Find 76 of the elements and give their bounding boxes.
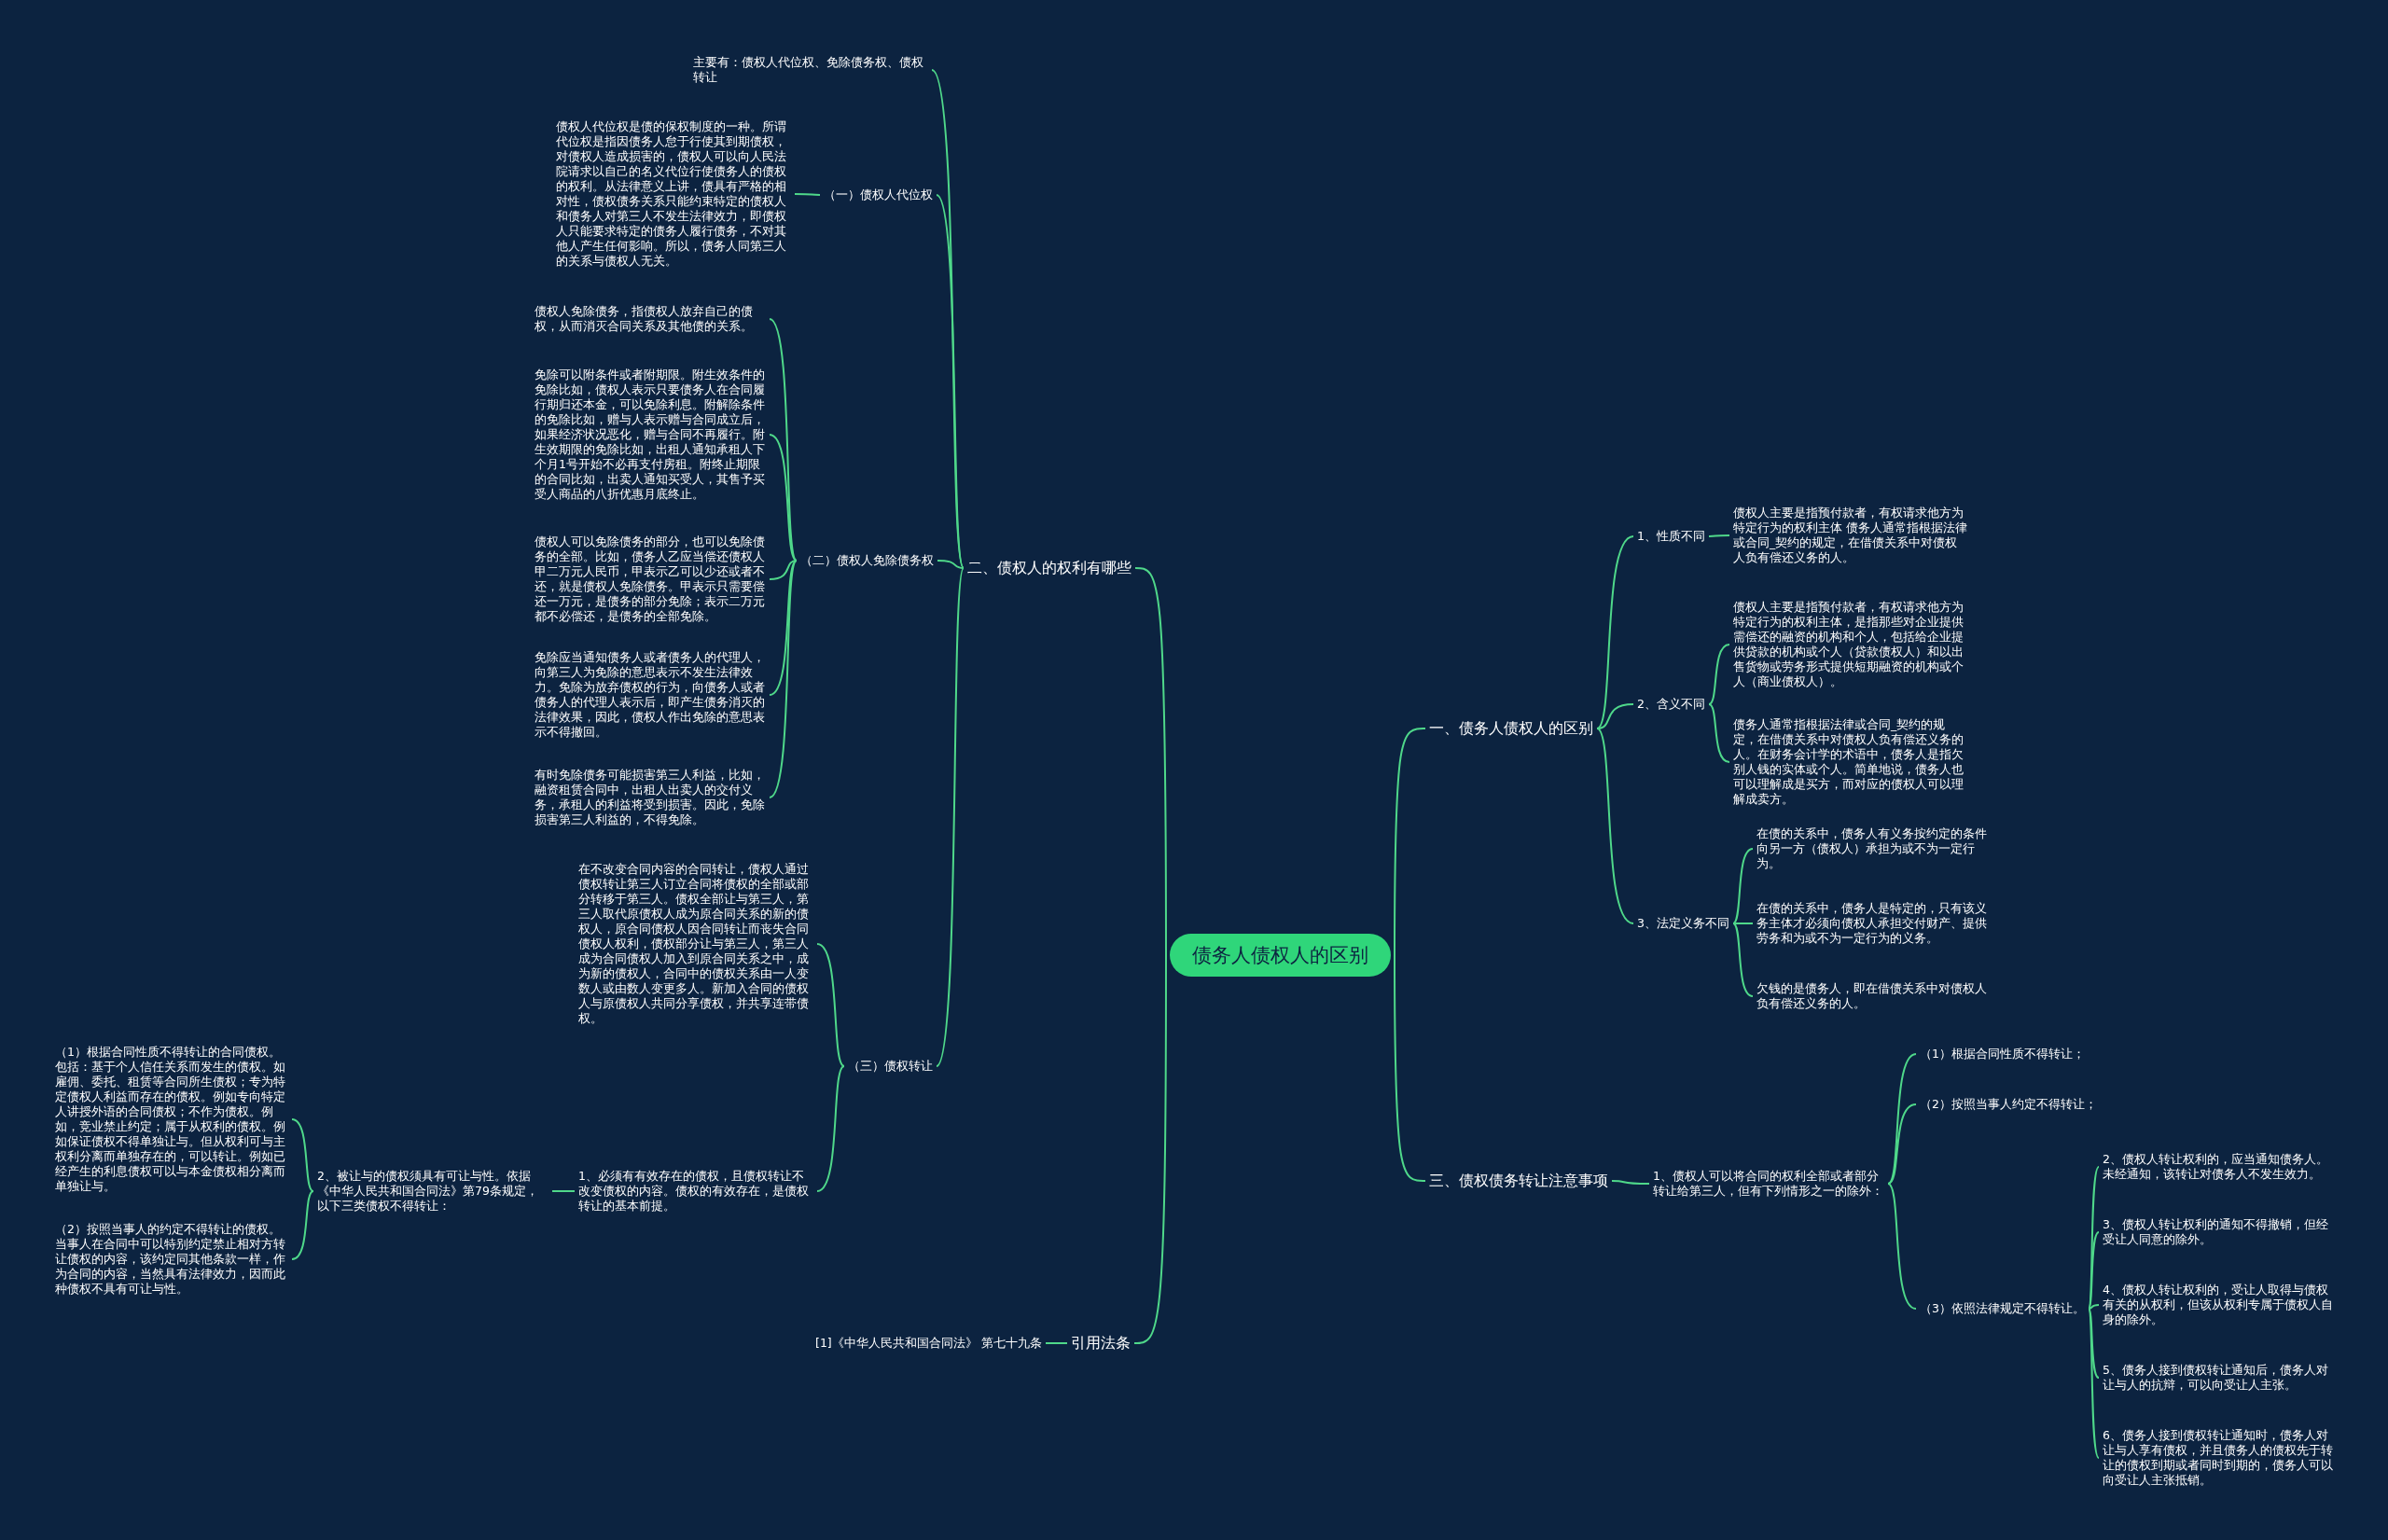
branch-topic: 三、债权债务转让注意事项	[1429, 1172, 1608, 1190]
note-text: 债权人可以免除债务的部分，也可以免除债务的全部。比如，债务人乙应当偿还债权人甲二万元人民币，甲表示乙可以少还或者不还，就是债权人免除债务。甲表示只需要偿还一万元，是债务的部分免除；表示二万元都不必偿还，是债务的全部免除。	[535, 534, 766, 624]
subtopic-label: 1、性质不同	[1637, 529, 1705, 544]
connector-line	[1045, 1342, 1068, 1344]
note-text: 债权人主要是指预付款者，有权请求他方为特定行为的权利主体，是指那些对企业提供需偿还的融资的机构和个人，包括给企业提供贷款的机构或个人（贷款债权人）和以出售货物或劳务形式提供短期融资的机构或个人（商业债权人）。	[1733, 600, 1968, 689]
connector-line	[1394, 954, 1426, 1182]
connector-line	[2088, 1308, 2100, 1379]
connector-line	[936, 567, 965, 1067]
connector-line	[1887, 1103, 1917, 1185]
connector-line	[1596, 703, 1634, 729]
connector-line	[2088, 1308, 2100, 1459]
connector-line	[1732, 923, 1754, 997]
connector-line	[769, 560, 798, 580]
note-text: 在债的关系中，债务人有义务按约定的条件向另一方（债权人）承担为或不为一定行为。	[1756, 826, 1992, 871]
note-text: 债权人免除债务，指债权人放弃自己的债权，从而消灭合同关系及其他债的关系。	[535, 304, 766, 334]
connector-line	[1611, 1180, 1650, 1185]
connector-line	[937, 560, 965, 569]
connector-line	[291, 1118, 314, 1192]
connector-line	[1732, 848, 1754, 924]
subtopic-label: （2）按照当事人约定不得转让；	[1920, 1097, 2097, 1112]
note-text: 免除应当通知债务人或者债务人的代理人，向第三人为免除的意思表示不发生法律效力。免除为放弃债权的行为，向债务人或者债务人的代理人表示后，即产生债务消灭的法律效果，因此，债权人作出免除的意思表示不得撤回。	[535, 650, 766, 740]
connector-line	[1596, 535, 1634, 729]
subtopic-label: [1]《中华人民共和国合同法》 第七十九条	[815, 1336, 1042, 1351]
note-text: 免除可以附条件或者附期限。附生效条件的免除比如，债权人表示只要债务人在合同履行期归还本金，可以免除利息。附解除条件的免除比如，赠与人表示赠与合同成立后，如果经济状况恶化，赠与合同不再履行。附生效期限的免除比如，出租人通知承租人下个月1号开始不必再支付房租。附终止期限的合同比如，出卖人通知买受人，其售予买受人商品的八折优惠月底终止。	[535, 368, 766, 502]
subtopic-label: （一）债权人代位权	[824, 187, 933, 202]
connector-line	[1708, 534, 1730, 537]
connector-line	[1133, 954, 1167, 1344]
note-text: 有时免除债务可能损害第三人利益，比如，融资租赁合同中，出租人出卖人的交付义务，承租人的利益将受到损害。因此，免除损害第三人利益的，不得免除。	[535, 768, 766, 827]
connector-line	[769, 434, 798, 562]
connector-line	[769, 560, 798, 696]
note-text: 欠钱的是债务人，即在借债关系中对债权人负有偿还义务的人。	[1756, 981, 1992, 1011]
note-text: （1）根据合同性质不得转让的合同债权。包括：基于个人信任关系而发生的债权。如雇佣、委托、租赁等合同所生债权；专为特定债权人利益而存在的债权。例如专向特定人讲授外语的合同债权；不作为债权。例如，竞业禁止约定；属于从权利的债权。例如保证债权不得单独让与。但从权利可与主权利分离而单独存在的，可以转让。例如已经产生的利息债权可以与本金债权相分离而单独让与。	[55, 1045, 288, 1194]
connector-line	[1887, 1183, 1917, 1310]
connector-line	[2088, 1166, 2100, 1310]
connector-line	[936, 194, 965, 569]
note-text: 4、债权人转让权利的，受让人取得与债权有关的从权利，但该从权利专属于债权人自身的除外。	[2103, 1283, 2338, 1327]
subtopic-label: 3、法定义务不同	[1637, 916, 1729, 931]
connector-line	[769, 560, 798, 798]
note-text: 在债的关系中，债务人是特定的，只有该义务主体才必须向债权人承担交付财产、提供劳务和为或不为一定行为的义务。	[1756, 901, 1992, 946]
branch-topic: 引用法条	[1071, 1334, 1131, 1353]
note-text: 债权人代位权是债的保权制度的一种。所谓代位权是指因债务人怠于行使其到期债权，对债权人造成损害的，债权人可以向人民法院请求以自己的名义代位行使债务人的债权的权利。从法律意义上讲，债具有严格的相对性，债权债务关系只能约束特定的债权人和债务人对第三人不发生法律效力，即债权人只能要求特定的债务人履行债务，不对其他人产生任何影响。所以，债务人同第三人的关系与债权人无关。	[556, 119, 791, 269]
connector-line	[291, 1190, 314, 1260]
note-text: 2、被让与的债权须具有可让与性。依据《中华人民共和国合同法》第79条规定，以下三类债权不得转让：	[317, 1169, 548, 1214]
branch-topic: 二、债权人的权利有哪些	[967, 559, 1132, 577]
subtopic-label: （三）债权转让	[848, 1059, 933, 1074]
branch-topic: 一、债务人债权人的区别	[1429, 719, 1593, 738]
connector-line	[1394, 728, 1426, 956]
connector-line	[1708, 644, 1730, 705]
note-text: 2、债权人转让权利的，应当通知债务人。未经通知，该转让对债务人不发生效力。	[2103, 1152, 2338, 1182]
connector-line	[2088, 1304, 2100, 1310]
note-text: 主要有：债权人代位权、免除债务权、债权转让	[693, 55, 928, 85]
connector-line	[1732, 923, 1754, 924]
note-text: 5、债务人接到债权转让通知后，债务人对让与人的抗辩，可以向受让人主张。	[2103, 1363, 2338, 1393]
note-text: 6、债务人接到债权转让通知时，债务人对让与人享有债权，并且债务人的债权先于转让的债权到期或者同时到期的，债务人可以向受让人主张抵销。	[2103, 1428, 2338, 1488]
subtopic-label: 2、含义不同	[1637, 697, 1705, 712]
connector-line	[794, 193, 821, 196]
connector-line	[1134, 567, 1167, 956]
note-text: 1、必须有有效存在的债权，且债权转让不改变债权的内容。债权的有效存在，是债权转让的基本前提。	[578, 1169, 813, 1214]
connector-line	[769, 318, 798, 562]
subtopic-label: （3）依照法律规定不得转让。	[1920, 1301, 2085, 1316]
subtopic-label: （二）债权人免除债务权	[800, 553, 934, 568]
connector-line	[1708, 703, 1730, 763]
note-text: 债权人主要是指预付款者，有权请求他方为特定行为的权利主体 债务人通常指根据法律或合同_契约的规定，在借债关系中对债权人负有偿还义务的人。	[1733, 506, 1968, 565]
note-text: 1、债权人可以将合同的权利全部或者部分转让给第三人，但有下列情形之一的除外：	[1653, 1169, 1884, 1199]
note-text: 债务人通常指根据法律或合同_契约的规定，在借债关系中对债权人负有偿还义务的人。在财务会计学的术语中，债务人是指欠别人钱的实体或个人。简单地说，债务人也可以理解成是买方，而对应的债权人可以理解成卖方。	[1733, 717, 1968, 807]
note-text: 3、债权人转让权利的通知不得撤销，但经受让人同意的除外。	[2103, 1217, 2338, 1247]
connector-line	[816, 1065, 845, 1192]
subtopic-label: （1）根据合同性质不得转让；	[1920, 1047, 2085, 1061]
connector-line	[1596, 728, 1634, 924]
note-text: （2）按照当事人的约定不得转让的债权。当事人在合同中可以特别约定禁止相对方转让债权的内容，该约定同其他条款一样，作为合同的内容，当然具有法律效力，因而此种债权不具有可让与性。	[55, 1222, 288, 1297]
connector-line	[931, 69, 965, 569]
central-topic: 债务人债权人的区别	[1170, 934, 1391, 977]
connector-line	[551, 1190, 576, 1192]
connector-line	[816, 943, 845, 1067]
note-text: 在不改变合同内容的合同转让，债权人通过债权转让第三人订立合同将债权的全部或部分转移于第三人。债权全部让与第三人，第三人取代原债权人成为原合同关系的新的债权人，原合同债权人因合同转让而丧失合同债权人权利，债权部分让与第三人，第三人成为合同债权人加入到原合同关系之中，成为新的债权人，合同中的债权关系由一人变数人或由数人变更多人。新加入合同的债权人与原债权人共同分享债权，并共享连带债权。	[578, 862, 813, 1026]
connector-line	[2088, 1231, 2100, 1310]
